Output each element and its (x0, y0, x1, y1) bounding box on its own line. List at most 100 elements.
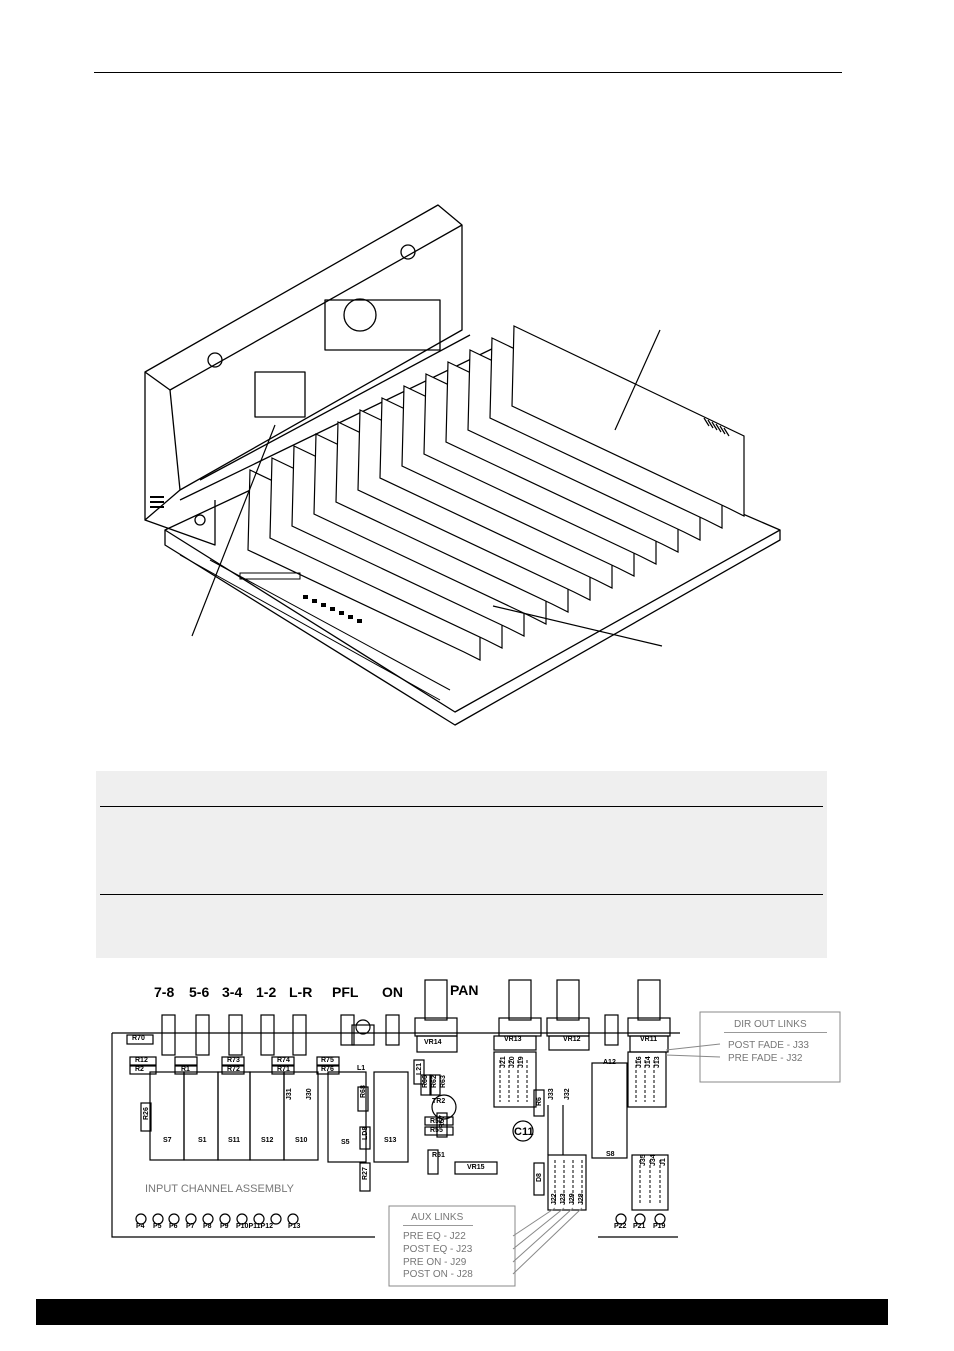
component-ref: J16 (636, 1056, 643, 1068)
aux-item: PRE ON - J29 (403, 1257, 467, 1268)
switch-id: S5 (341, 1139, 350, 1146)
component-ref: R70 (132, 1035, 145, 1042)
switch-label: 1-2 (256, 984, 277, 1000)
component-ref: J19 (518, 1056, 525, 1068)
switch-id: S1 (198, 1137, 207, 1144)
switch-label: 3-4 (222, 984, 243, 1000)
component-ref: J23 (560, 1193, 567, 1205)
component-ref: J32 (564, 1088, 571, 1100)
component-ref: J30 (306, 1088, 313, 1100)
aux-item: PRE EQ - J22 (403, 1231, 466, 1242)
component-ref: J33 (548, 1088, 555, 1100)
aux-item: POST EQ - J23 (403, 1244, 473, 1255)
switch-label: 7-8 (154, 984, 175, 1000)
switch-label: ON (382, 984, 403, 1000)
component-ref: R2 (135, 1066, 144, 1073)
component-ref: R76 (321, 1066, 334, 1073)
connector-label: P10P11P12 (236, 1223, 273, 1230)
pot-label: VR11 (640, 1036, 658, 1043)
component-ref: C11 (514, 1126, 534, 1138)
connector-label: P6 (169, 1223, 178, 1230)
component-ref: R26 (143, 1107, 150, 1120)
switch-id: S8 (606, 1151, 615, 1158)
component-ref: J13 (654, 1056, 661, 1068)
component-ref: R75 (321, 1057, 334, 1064)
leader-line-1 (614, 329, 661, 431)
component-ref: J14 (645, 1056, 652, 1068)
switch-label: 5-6 (189, 984, 210, 1000)
component-ref: R63 (440, 1075, 447, 1088)
leader-line-3 (492, 605, 663, 647)
card-hatch (715, 423, 722, 433)
dir-out-title: DIR OUT LINKS (734, 1019, 807, 1030)
connector-label: P19 (653, 1223, 666, 1230)
component-ref: R55 (430, 1127, 443, 1134)
pot-label: VR13 (504, 1036, 522, 1043)
connector-label: P22 (614, 1223, 627, 1230)
leader-line-2 (191, 424, 276, 637)
connector-label: P21 (633, 1223, 646, 1230)
footer-bar (36, 1299, 888, 1325)
component-ref: R68 (360, 1085, 367, 1098)
component-ref: R73 (227, 1057, 240, 1064)
component-ref: R27 (362, 1167, 369, 1180)
card-hatch (707, 419, 714, 429)
card-hatch (719, 425, 726, 435)
component-ref: J22 (551, 1193, 558, 1205)
component-ref: J20 (509, 1056, 516, 1068)
connector-label: P5 (153, 1223, 162, 1230)
pot-label: VR15 (467, 1164, 485, 1171)
component-ref: J35 (640, 1154, 647, 1166)
assembly-title: INPUT CHANNEL ASSEMBLY (145, 1183, 294, 1195)
component-ref: J31 (286, 1088, 293, 1100)
component-ref: R1 (181, 1066, 190, 1073)
card-hatch (711, 421, 718, 431)
aux-item: POST ON - J28 (403, 1269, 473, 1280)
component-ref: A12 (603, 1059, 616, 1066)
panel-divider (100, 806, 823, 807)
switch-id: S13 (384, 1137, 397, 1144)
connector-label: P4 (136, 1223, 145, 1230)
component-ref: R12 (135, 1057, 148, 1064)
component-ref: J34 (650, 1154, 657, 1166)
pot-label: VR14 (424, 1039, 442, 1046)
switch-id: S10 (295, 1137, 308, 1144)
connector-label: P13 (288, 1223, 301, 1230)
component-ref: R66 (422, 1075, 429, 1088)
pot-label: VR12 (563, 1036, 581, 1043)
component-ref: LD8 (362, 1126, 369, 1140)
component-ref: R74 (277, 1057, 290, 1064)
component-ref: L21 (416, 1062, 423, 1075)
component-ref: R57 (439, 1115, 446, 1128)
component-ref: R51 (432, 1152, 445, 1159)
switch-id: S7 (163, 1137, 172, 1144)
component-ref: R72 (227, 1066, 240, 1073)
component-ref: R62 (431, 1075, 438, 1088)
card-hatch (723, 427, 730, 437)
card-hatch (703, 417, 710, 427)
switch-label: PFL (332, 984, 359, 1000)
connector-label: P7 (186, 1223, 195, 1230)
component-ref: R6 (536, 1097, 543, 1106)
component-ref: D8 (536, 1173, 543, 1182)
dir-out-item: PRE FADE - J32 (728, 1053, 803, 1064)
component-ref: L1 (357, 1065, 366, 1072)
info-panel (96, 771, 827, 958)
component-ref: TR2 (432, 1098, 446, 1105)
header-rule (94, 72, 842, 73)
chassis-illustration (144, 204, 781, 726)
switch-id: S11 (228, 1137, 241, 1144)
aux-underline (403, 1225, 473, 1226)
component-ref: R71 (277, 1066, 290, 1073)
switch-label: L-R (289, 984, 313, 1000)
component-ref: J29 (569, 1193, 576, 1205)
connector-label: P9 (220, 1223, 229, 1230)
aux-title: AUX LINKS (411, 1212, 464, 1223)
switch-id: S12 (261, 1137, 274, 1144)
component-ref: J28 (578, 1193, 585, 1205)
pan-label: PAN (450, 982, 479, 998)
connector-label: P8 (203, 1223, 212, 1230)
panel-divider (100, 894, 823, 895)
component-ref: J21 (500, 1056, 507, 1068)
dir-out-item: POST FADE - J33 (728, 1040, 809, 1051)
